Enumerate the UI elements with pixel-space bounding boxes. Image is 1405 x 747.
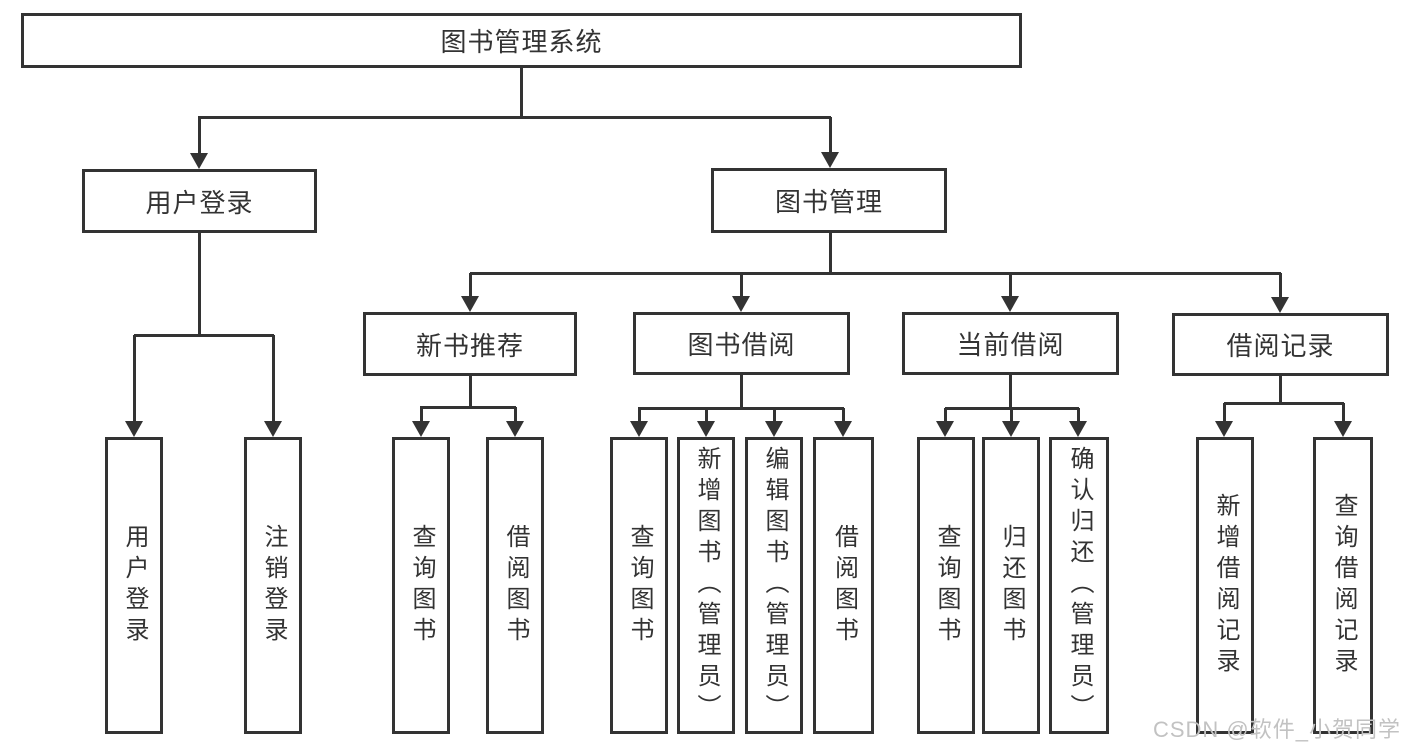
connector-line — [514, 407, 517, 423]
connector-line — [1010, 408, 1013, 423]
connector-line — [1279, 376, 1282, 405]
leaf-borrow-book-label: 借阅图书 — [830, 523, 858, 648]
leaf-logout-label: 注销登录 — [260, 523, 287, 648]
leaf-return-book-label: 归还图书 — [998, 523, 1025, 648]
arrowhead-down-icon — [190, 153, 208, 169]
connector-line — [740, 273, 743, 298]
connector-line — [638, 407, 844, 410]
arrowhead-down-icon — [834, 421, 852, 437]
arrowhead-down-icon — [1069, 421, 1087, 437]
leaf-add-borrow-record-label: 新增借阅记录 — [1212, 492, 1239, 679]
arrowhead-down-icon — [412, 421, 430, 437]
connector-line — [1342, 403, 1345, 423]
node-root-label: 图书管理系统 — [440, 27, 603, 57]
arrowhead-down-icon — [506, 421, 524, 437]
connector-line — [469, 273, 472, 298]
arrowhead-down-icon — [765, 421, 783, 437]
connector-line — [638, 408, 641, 423]
leaf-user-login: 用户登录 — [105, 437, 163, 734]
arrowhead-down-icon — [1271, 297, 1289, 313]
arrowhead-down-icon — [264, 421, 282, 437]
connector-line — [198, 233, 201, 337]
node-new-book-recommend: 新书推荐 — [363, 312, 577, 376]
connector-line — [1223, 403, 1226, 423]
connector-line — [773, 408, 776, 423]
connector-line — [272, 335, 275, 423]
leaf-query-borrow-record: 查询借阅记录 — [1313, 437, 1373, 734]
connector-line — [133, 335, 136, 423]
leaf-borrow-add-admin-label: 新增图书（管理员） — [693, 446, 720, 725]
leaf-logout: 注销登录 — [244, 437, 302, 734]
leaf-query-borrow-record-label: 查询借阅记录 — [1330, 492, 1357, 679]
leaf-borrow-query-label: 查询图书 — [626, 523, 653, 648]
connector-line — [1224, 402, 1344, 405]
watermark-text: CSDN @软件_小贺同学 — [1152, 717, 1401, 742]
node-borrow-record-label: 借阅记录 — [1226, 331, 1335, 361]
connector-line — [1077, 408, 1080, 423]
leaf-confirm-return-admin: 确认归还（管理员） — [1049, 437, 1109, 734]
arrowhead-down-icon — [1334, 421, 1352, 437]
connector-line — [1279, 273, 1282, 299]
arrowhead-down-icon — [1001, 296, 1019, 312]
connector-line — [420, 406, 516, 409]
leaf-newbook-borrow-label: 借阅图书 — [502, 523, 529, 648]
node-book-management-label: 图书管理 — [774, 187, 883, 217]
node-book-borrow-label: 图书借阅 — [687, 330, 796, 360]
arrowhead-down-icon — [1215, 421, 1233, 437]
connector-line — [1009, 273, 1012, 298]
leaf-current-query: 查询图书 — [917, 437, 975, 734]
leaf-newbook-query: 查询图书 — [392, 437, 450, 734]
arrowhead-down-icon — [1002, 421, 1020, 437]
node-root: 图书管理系统 — [21, 13, 1022, 68]
leaf-borrow-edit-admin-label: 编辑图书（管理员） — [761, 446, 788, 725]
connector-line — [740, 375, 743, 410]
leaf-borrow-query: 查询图书 — [610, 437, 668, 734]
connector-line — [1009, 375, 1012, 410]
arrowhead-down-icon — [732, 296, 750, 312]
leaf-newbook-borrow: 借阅图书 — [486, 437, 544, 734]
node-book-management: 图书管理 — [711, 168, 947, 233]
connector-line — [829, 117, 832, 154]
connector-line — [829, 233, 832, 275]
arrowhead-down-icon — [461, 296, 479, 312]
arrowhead-down-icon — [936, 421, 954, 437]
leaf-return-book: 归还图书 — [982, 437, 1040, 734]
node-user-login: 用户登录 — [82, 169, 317, 233]
leaf-borrow-edit-admin: 编辑图书（管理员） — [745, 437, 803, 734]
leaf-add-borrow-record: 新增借阅记录 — [1196, 437, 1254, 734]
connector-line — [842, 408, 845, 423]
arrowhead-down-icon — [697, 421, 715, 437]
arrowhead-down-icon — [630, 421, 648, 437]
connector-line — [470, 272, 1281, 275]
node-borrow-record: 借阅记录 — [1172, 313, 1389, 376]
arrowhead-down-icon — [821, 152, 839, 168]
node-new-book-recommend-label: 新书推荐 — [415, 330, 524, 361]
node-current-borrow: 当前借阅 — [902, 312, 1119, 375]
leaf-newbook-query-label: 查询图书 — [408, 523, 435, 648]
connector-line — [198, 117, 201, 155]
connector-line — [420, 407, 423, 423]
leaf-confirm-return-admin-label: 确认归还（管理员） — [1066, 446, 1093, 725]
node-user-login-label: 用户登录 — [145, 187, 254, 218]
connector-line — [705, 408, 708, 423]
leaf-current-query-label: 查询图书 — [933, 523, 960, 648]
connector-line — [469, 376, 472, 409]
leaf-user-login-label: 用户登录 — [121, 523, 148, 648]
leaf-borrow-add-admin: 新增图书（管理员） — [677, 437, 735, 734]
connector-line — [520, 68, 523, 117]
connector-line — [134, 334, 274, 337]
arrowhead-down-icon — [125, 421, 143, 437]
connector-line — [198, 116, 831, 119]
node-current-borrow-label: 当前借阅 — [956, 330, 1065, 360]
node-book-borrow: 图书借阅 — [633, 312, 850, 375]
connector-line — [944, 408, 947, 423]
leaf-borrow-book: 借阅图书 — [813, 437, 874, 734]
